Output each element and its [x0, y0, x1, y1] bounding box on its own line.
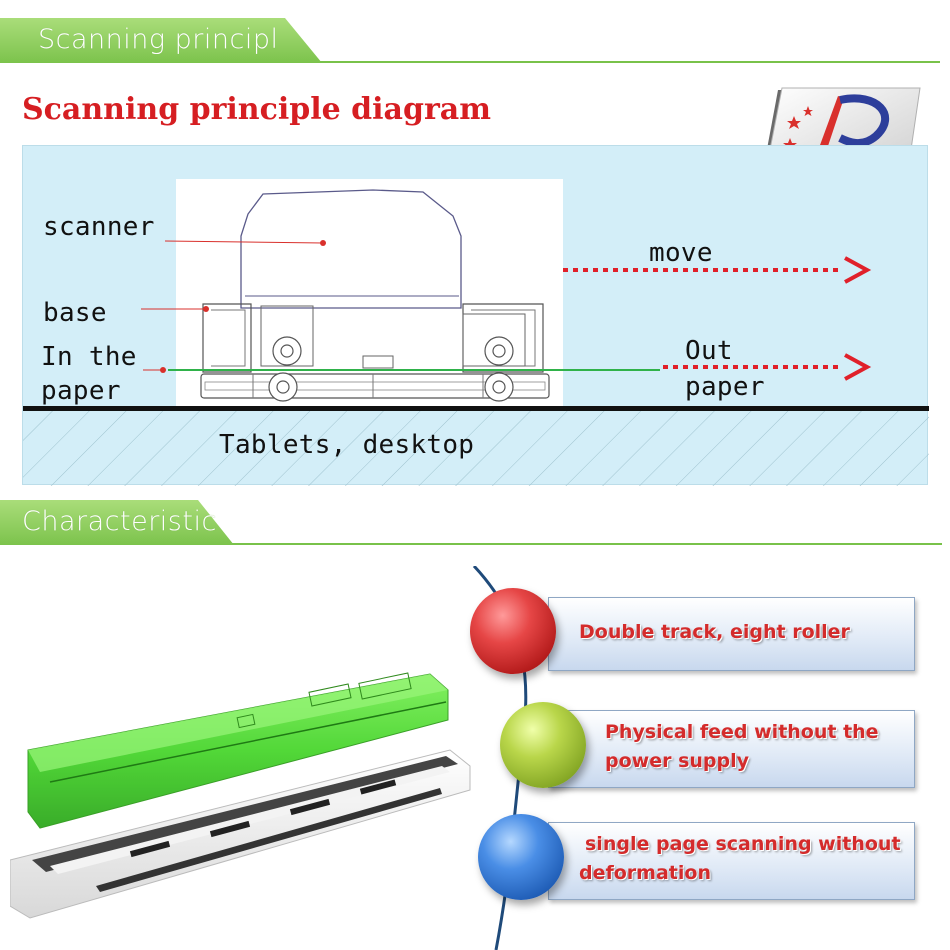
label-scanner: scanner [43, 212, 155, 242]
red-ball-icon [470, 588, 556, 674]
feature-text-2-line2: power supply [605, 750, 750, 772]
diagram-title: Scanning principle diagram [22, 92, 491, 127]
feature-text-3-line1: single page scanning without [585, 833, 901, 855]
label-out-paper-line2: paper [685, 372, 765, 402]
label-out-paper-line1: Out [685, 336, 733, 366]
section-tab-characteristic: Characteristic [0, 500, 240, 548]
scanner-device-icon [9, 660, 480, 930]
blue-ball-icon [478, 814, 564, 900]
green-ball-icon [500, 702, 586, 788]
feature-text-1: Double track, eight roller [579, 621, 850, 643]
feature-panel-1: Double track, eight roller [548, 597, 915, 671]
section-divider [232, 543, 942, 545]
feature-text-2-line1: Physical feed without the [605, 721, 879, 743]
label-surface: Tablets, desktop [219, 430, 475, 460]
section-tab-scanning: Scanning principl [0, 18, 330, 66]
tab-shape-icon [0, 500, 234, 545]
scanner-diagram-icon [23, 179, 929, 486]
tab-shape-icon [0, 18, 322, 63]
label-in-paper-line2: paper [41, 376, 121, 406]
feature-panel-3: single page scanning without deformation [548, 822, 915, 900]
section-divider [320, 61, 940, 63]
section-title-characteristic: Characteristic [22, 506, 217, 537]
label-move: move [649, 238, 713, 268]
section-title-scanning: Scanning principl [38, 24, 279, 55]
label-base: base [43, 298, 107, 328]
scanning-diagram: scanner base In the paper move Out paper… [22, 145, 929, 486]
label-in-paper-line1: In the [41, 342, 137, 372]
feature-panel-2: Physical feed without the power supply [548, 710, 915, 788]
feature-text-3-line2: deformation [579, 862, 711, 884]
